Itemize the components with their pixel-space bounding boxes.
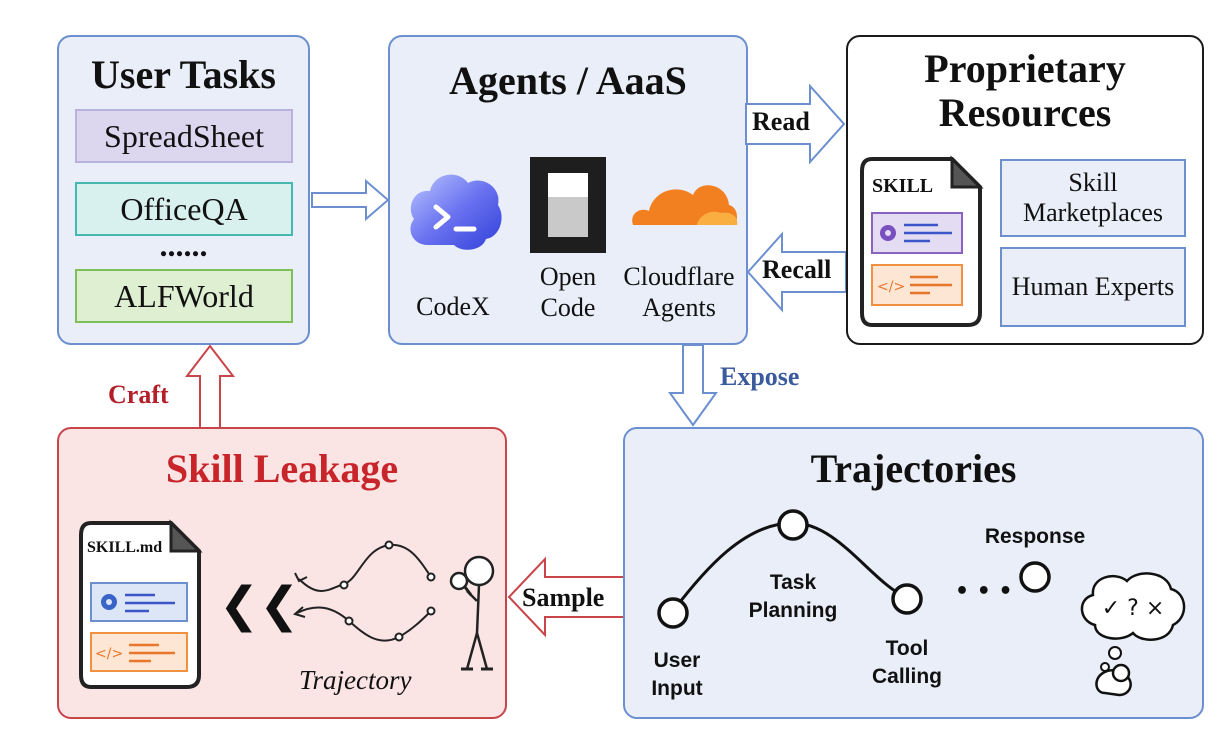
- skill-document-icon: </>: [860, 155, 984, 327]
- craft-label: Craft: [108, 380, 169, 409]
- read-arrow: [745, 83, 846, 165]
- skill-leakage-title: Skill Leakage: [165, 446, 399, 491]
- skill-md-label: SKILL.md: [87, 539, 163, 556]
- codex-cloud-icon: [410, 174, 502, 250]
- skill-marketplaces-box: Skill Marketplaces: [1000, 159, 1186, 237]
- arrow-tasks-to-agents: [311, 178, 390, 222]
- skill-md-document-icon: </>: [79, 519, 203, 689]
- node-label-tool-calling: Tool Calling: [871, 637, 942, 688]
- proprietary-title-line1: Proprietary: [924, 46, 1126, 91]
- thought-bubble-text: ✓ ? ×: [1101, 596, 1165, 621]
- agent-label-opencode: Open Code: [539, 262, 597, 322]
- node-label-response: Response: [984, 525, 1086, 548]
- trajectory-label: Trajectory: [299, 665, 412, 695]
- agents-panel: Agents / AaaS CodeX Open Code Cloudflare…: [388, 35, 748, 345]
- detective-figure-icon: [449, 555, 495, 671]
- node-label-user-input: User Input: [651, 649, 703, 700]
- trajectory-ellipsis: • • •: [955, 579, 1013, 604]
- trajectories-panel: Trajectories User Input Task Planning To…: [623, 427, 1204, 719]
- expose-arrow: [668, 344, 718, 427]
- skill-doc-label: SKILL: [872, 175, 934, 197]
- task-alfworld: ALFWorld: [75, 269, 293, 323]
- thought-bubble-icon: [1080, 572, 1186, 697]
- agent-label-cloudflare: Cloudflare Agents: [623, 262, 735, 322]
- recall-arrow: [746, 231, 847, 313]
- chevrons-icon: ❮❮: [219, 577, 300, 633]
- expose-label: Expose: [720, 362, 800, 391]
- trajectory-curves: [292, 540, 436, 642]
- svg-text:</>: </>: [877, 279, 905, 295]
- read-label: Read: [752, 107, 810, 136]
- craft-arrow: [184, 344, 236, 429]
- agents-title: Agents / AaaS: [449, 58, 687, 103]
- cloudflare-icon: [632, 185, 738, 225]
- task-officeqa: OfficeQA: [75, 182, 293, 236]
- recall-label: Recall: [762, 255, 832, 284]
- trajectory-path: [657, 509, 1051, 629]
- node-label-task-planning: Task Planning: [748, 571, 838, 622]
- sample-label: Sample: [522, 583, 605, 612]
- human-experts-box: Human Experts: [1000, 247, 1186, 327]
- agent-label-codex: CodeX: [416, 292, 490, 321]
- trajectories-title: Trajectories: [810, 446, 1017, 491]
- opencode-icon: [530, 157, 606, 253]
- proprietary-title-line2: Resources: [938, 90, 1112, 135]
- task-spreadsheet: SpreadSheet: [75, 109, 293, 163]
- skill-leakage-panel: Skill Leakage </> SKILL.md ❮❮ Trajectory: [57, 427, 507, 719]
- user-tasks-panel: User Tasks SpreadSheet OfficeQA ...... A…: [57, 35, 310, 345]
- user-tasks-title: User Tasks: [91, 52, 276, 97]
- svg-text:</>: </>: [95, 646, 123, 662]
- task-ellipsis: ......: [159, 227, 208, 263]
- sample-arrow: [507, 556, 626, 638]
- proprietary-resources-panel: Proprietary Resources </> SKILL Skill Ma…: [846, 35, 1204, 345]
